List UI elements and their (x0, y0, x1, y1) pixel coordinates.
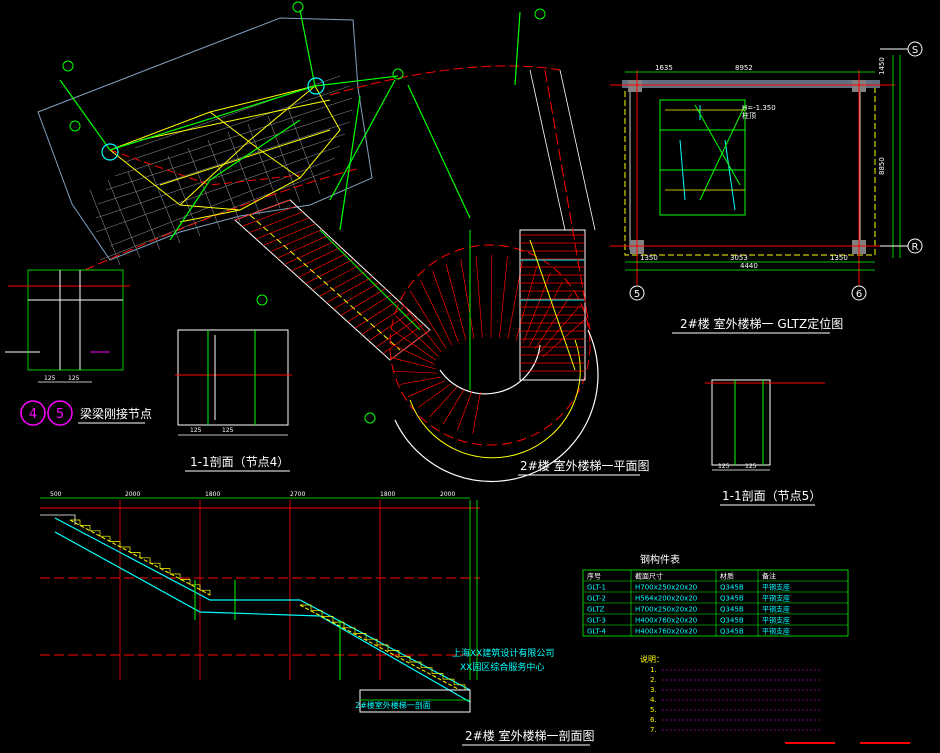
table-cell: H700x250x20x20 (635, 606, 697, 614)
table-header-cell: 备注 (762, 572, 776, 581)
node4-dim-0: 125 (190, 427, 202, 434)
section-dim-top: 1800 (205, 491, 220, 498)
beam-joint-dim-0: 125 (44, 375, 56, 382)
company-text-1: 上海XX建筑设计有限公司 (452, 647, 554, 659)
beam-joint-title: 梁梁刚接节点 (80, 406, 152, 421)
gltz-dim-top-1: 8952 (735, 64, 753, 72)
table-cell: GLT-3 (587, 617, 606, 625)
axis-bubble-s: S (912, 45, 918, 56)
section-small-note: 2#楼室外楼梯一剖面 (355, 700, 431, 710)
node5-dim-1: 125 (745, 463, 757, 470)
stair-plan-title: 2#楼 室外楼梯一平面图 (520, 458, 650, 473)
section-dim-top: 1800 (380, 491, 395, 498)
gltz-location-plan: H=-1.350 柱顶 1635 8952 1350 3053 1350 444… (610, 41, 923, 334)
beam-joint-detail: 125 125 4 5 梁梁刚接节点 (8, 269, 152, 426)
table-cell: H400x760x20x20 (635, 617, 697, 625)
plan-axis-bubbles (62, 1, 546, 424)
table-header-cell: 序号 (587, 572, 601, 581)
node4-dim-1: 125 (222, 427, 234, 434)
node4-section: 125 125 1-1剖面（节点4） (175, 329, 292, 472)
table-cell: H564x200x20x20 (635, 595, 697, 603)
table-header-cell: 截面尺寸 (635, 572, 663, 581)
note-item: 3. (650, 686, 657, 694)
section-dim-top: 2000 (440, 491, 455, 498)
gltz-plan-title: 2#楼 室外楼梯一 GLTZ定位图 (680, 316, 843, 331)
gltz-dim-total: 4440 (740, 262, 758, 270)
gltz-dim-top-0: 1635 (655, 64, 673, 72)
table-cell: Q345B (720, 628, 744, 636)
table-cell: 平钢支座 (762, 605, 790, 614)
beam-network (109, 85, 341, 223)
gltz-elevation-note: H=-1.350 (742, 104, 776, 112)
table-cell: GLT-1 (587, 584, 606, 592)
floor-hatch-grid (89, 75, 353, 266)
notes-title: 说明： (640, 654, 664, 664)
table-cell: Q345B (720, 584, 744, 592)
axis-bubble-r: R (912, 242, 919, 253)
node5-section: 125 125 1-1剖面（节点5） (705, 379, 825, 506)
section-dim-labels: 500 2000 1800 2700 1800 2000 (50, 491, 455, 498)
upper-flight (519, 229, 586, 381)
table-header-cell: 材质 (720, 572, 734, 581)
note-item: 1. (650, 666, 657, 674)
section-dim-top: 2000 (125, 491, 140, 498)
node5-section-title: 1-1剖面（节点5） (722, 489, 821, 503)
section-dim-top: 2700 (290, 491, 305, 498)
table-cell: GLT-4 (587, 628, 607, 636)
stair-plan-view (5, 1, 599, 483)
design-notes: 说明： 1. 2. 3. 4. 5. 6. 7. (640, 654, 820, 734)
section-dim-top: 500 (50, 491, 62, 498)
node-circle-4: 4 (29, 407, 37, 422)
table-cell: 平钢支座 (762, 627, 790, 636)
table-cell: 平钢支座 (762, 583, 790, 592)
gltz-column-note: 柱顶 (742, 111, 756, 120)
note-item: 2. (650, 676, 657, 684)
beam-joint-dim-1: 125 (68, 375, 80, 382)
table-cell: H700x250x20x20 (635, 584, 697, 592)
node5-dim-0: 125 (718, 463, 730, 470)
note-item: 7. (650, 726, 657, 734)
table-cell: Q345B (720, 595, 744, 603)
company-text-2: XX园区综合服务中心 (460, 661, 544, 673)
note-item: 4. (650, 696, 657, 704)
table-title: 钢构件表 (640, 553, 680, 566)
table-cell: Q345B (720, 617, 744, 625)
stair-section-title: 2#楼 室外楼梯一剖面图 (465, 728, 595, 743)
gltz-dim-bottom-0: 1350 (640, 254, 658, 262)
axis-bubble-5: 5 (634, 289, 640, 300)
gltz-dim-side-1: 8850 (878, 157, 886, 175)
node4-section-title: 1-1剖面（节点4） (190, 455, 289, 469)
gltz-dim-bottom-1: 3053 (730, 254, 748, 262)
table-cell: H400x760x20x20 (635, 628, 697, 636)
axis-bubble-6: 6 (856, 289, 862, 300)
table-cell: GLTZ (587, 606, 605, 614)
note-item: 5. (650, 706, 657, 714)
table-cell: Q345B (720, 606, 744, 614)
stair-section-view: 500 2000 1800 2700 1800 2000 上海XX建筑设计有限公司 XX园… (40, 491, 595, 746)
gltz-dim-side-0: 1450 (878, 57, 886, 75)
table-cell: GLT-2 (587, 595, 606, 603)
node-circle-5: 5 (56, 407, 64, 422)
spiral-landing (389, 230, 599, 483)
table-cell: 平钢支座 (762, 616, 790, 625)
gltz-dim-bottom-2: 1350 (830, 254, 848, 262)
table-cell: 平钢支座 (762, 594, 790, 603)
note-item: 6. (650, 716, 657, 724)
